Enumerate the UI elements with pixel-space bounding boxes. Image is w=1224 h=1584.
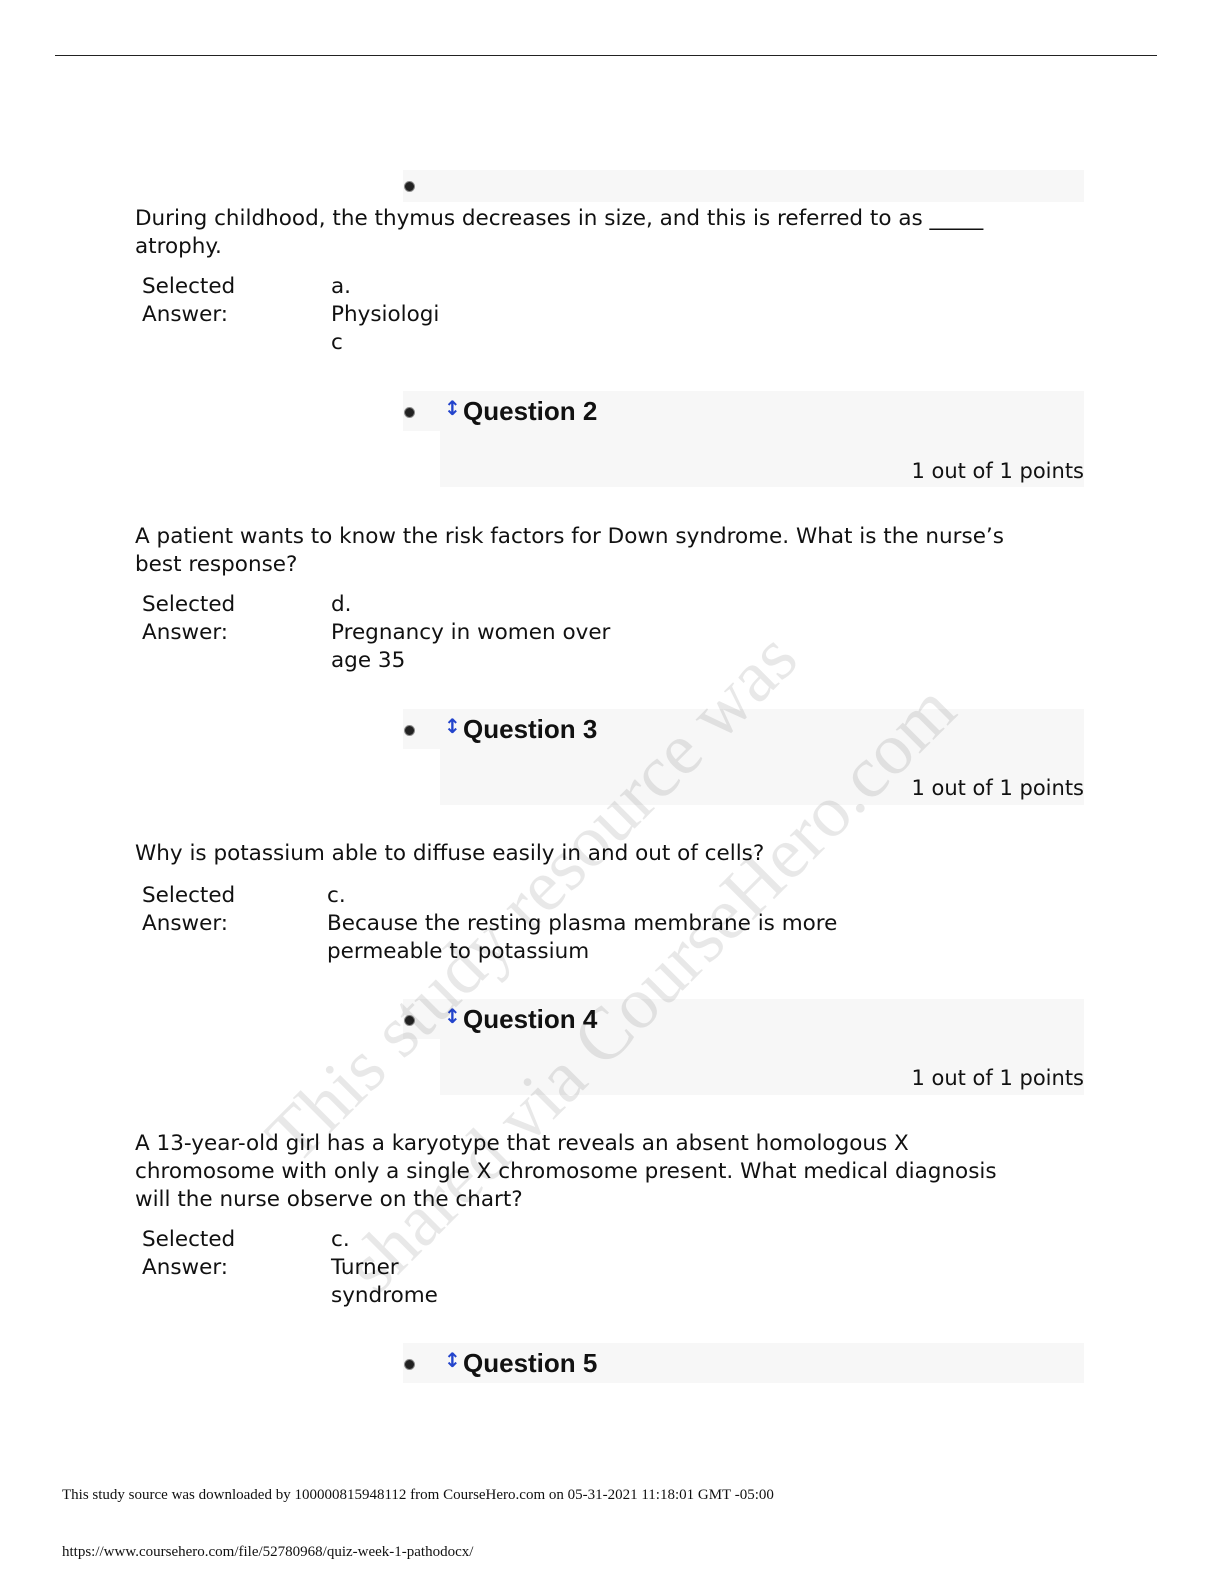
sort-arrow-icon[interactable]: ↕ [444,1004,461,1028]
question-text: A 13-year-old girl has a karyotype that … [135,1131,997,1212]
download-notice: This study source was downloaded by 1000… [62,1487,774,1503]
question-header-band [403,170,1084,202]
answer-letter: c. [327,883,346,908]
selected-answer: Turner syndrome [331,1255,438,1308]
points-box [440,1039,1084,1095]
sort-arrow-icon[interactable]: ↕ [444,714,461,738]
points-box [440,749,1084,805]
bullet-icon [404,407,415,418]
answer-letter: a. [331,274,352,299]
top-rule [55,55,1157,56]
question-text: A patient wants to know the risk factors… [135,524,1004,577]
selected-answer: Because the resting plasma membrane is m… [327,911,838,964]
points: 1 out of 1 points [911,776,1084,800]
question-header-band [403,709,1084,749]
question-text: Why is potassium able to diffuse easily … [135,841,765,866]
sort-arrow-icon[interactable]: ↕ [444,396,461,420]
question-title: Question 4 [463,1004,598,1034]
source-url[interactable]: https://www.coursehero.com/file/52780968… [62,1544,474,1560]
bullet-icon [404,1359,415,1370]
sort-arrow-icon[interactable]: ↕ [444,1348,461,1372]
question-header-band [403,1343,1084,1383]
question-text: During childhood, the thymus decreases i… [135,206,984,259]
question-title: Question 2 [463,396,598,426]
selected-answer-label: Selected Answer: [142,592,236,645]
selected-answer-label: Selected Answer: [142,274,236,327]
points-box [440,431,1084,487]
answer-letter: c. [331,1227,350,1252]
bullet-icon [404,1015,415,1026]
points: 1 out of 1 points [911,1066,1084,1090]
selected-answer-label: Selected Answer: [142,883,236,936]
bullet-icon [404,725,415,736]
question-title: Question 5 [463,1348,598,1378]
question-title: Question 3 [463,714,598,744]
points: 1 out of 1 points [911,459,1084,483]
question-header-band [403,391,1084,431]
bullet-icon [404,181,415,192]
selected-answer: Physiologic [331,302,440,355]
question-header-band [403,999,1084,1039]
selected-answer-label: Selected Answer: [142,1227,236,1280]
selected-answer: Pregnancy in women over age 35 [331,620,611,673]
answer-letter: d. [331,592,352,617]
